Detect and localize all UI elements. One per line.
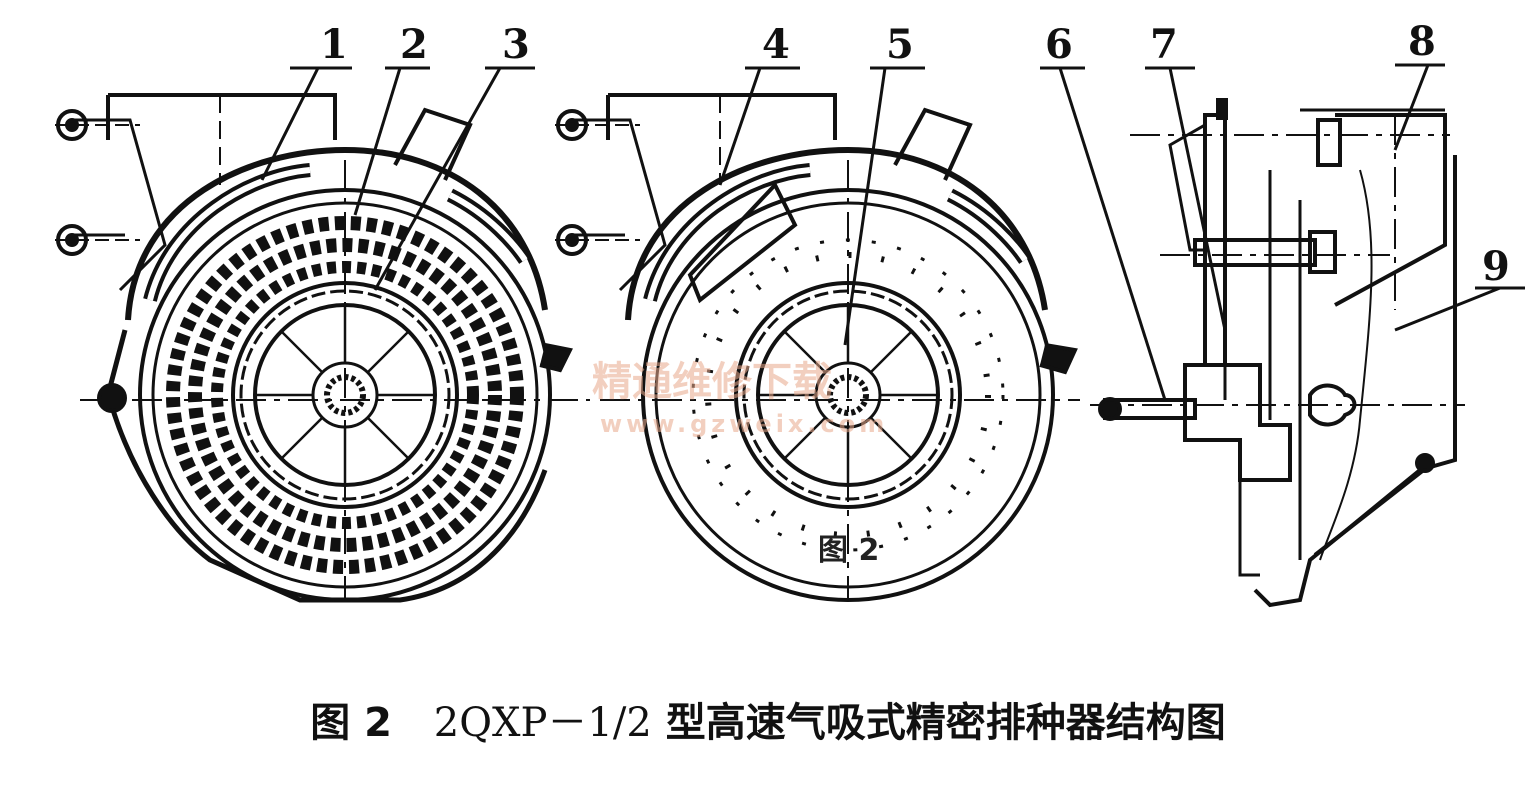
caption-title: 型高速气吸式精密排种器结构图	[665, 700, 1226, 746]
caption-number: 图 2	[310, 700, 393, 746]
leader-lines-right	[1040, 63, 1525, 401]
left-view	[55, 93, 590, 603]
caption-model: 2QXP－1/2	[433, 700, 652, 746]
label-6: 6	[1045, 21, 1073, 68]
watermark-url: www.gzweix.com	[600, 410, 888, 438]
watermark-text: 精通维修下载	[592, 359, 832, 405]
figure-caption: 图 2 2QXP－1/2 型高速气吸式精密排种器结构图	[0, 690, 1536, 748]
label-1: 1	[320, 21, 348, 68]
label-2: 2	[400, 21, 428, 68]
label-5: 5	[886, 21, 914, 68]
label-9: 9	[1482, 243, 1510, 290]
label-3: 3	[502, 21, 530, 68]
label-8: 8	[1408, 18, 1436, 65]
inner-figure-label: 图 2	[818, 533, 879, 568]
leader-lines-left	[260, 66, 535, 291]
middle-view	[555, 93, 1080, 602]
leader-lines-middle	[718, 66, 925, 346]
right-view	[1090, 98, 1465, 608]
label-7: 7	[1150, 21, 1178, 68]
label-4: 4	[762, 21, 790, 68]
